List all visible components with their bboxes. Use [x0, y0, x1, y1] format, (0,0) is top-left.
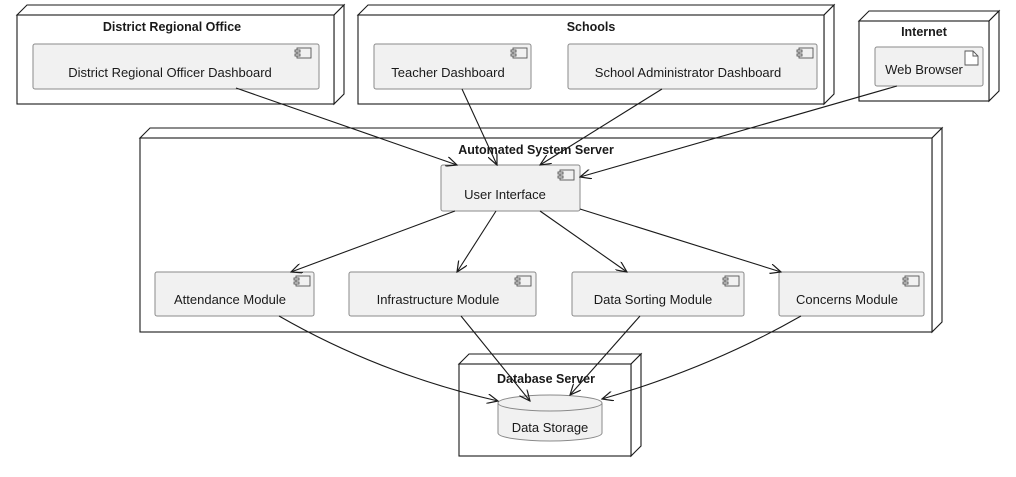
component-icon	[294, 47, 312, 59]
component-infrastructure-module[interactable]: Infrastructure Module	[348, 271, 537, 317]
component-icon	[796, 47, 814, 59]
edge-attendance-to-storage	[278, 315, 498, 401]
component-icon	[514, 275, 532, 287]
component-icon	[510, 47, 528, 59]
edge-infrastructure-to-storage	[460, 315, 530, 401]
edge-concerns-to-storage	[602, 315, 802, 399]
component-icon	[722, 275, 740, 287]
edge-teacher-to-ui	[461, 88, 497, 165]
edge-ui-to-infrastructure	[457, 210, 497, 272]
component-concerns-module[interactable]: Concerns Module	[778, 271, 925, 317]
edge-ui-to-attendance	[291, 210, 456, 272]
component-label: Attendance Module	[174, 292, 286, 307]
edge-ui-to-concerns	[579, 208, 781, 272]
edge-ui-to-sorting	[539, 210, 627, 272]
component-label: Data Sorting Module	[594, 292, 713, 307]
component-data-sorting-module[interactable]: Data Sorting Module	[571, 271, 745, 317]
component-label: Infrastructure Module	[377, 292, 500, 307]
connectors	[235, 85, 898, 401]
component-label: District Regional Officer Dashboard	[68, 65, 272, 80]
edge-sorting-to-storage	[570, 315, 641, 395]
node-title-server: Automated System Server	[458, 143, 614, 157]
component-label: Concerns Module	[796, 292, 898, 307]
component-web-browser[interactable]: Web Browser	[874, 46, 984, 87]
component-icon	[293, 275, 311, 287]
component-district-dashboard[interactable]: District Regional Officer Dashboard	[32, 43, 320, 90]
component-icon	[557, 169, 575, 181]
component-teacher-dashboard[interactable]: Teacher Dashboard	[373, 43, 532, 90]
document-icon	[964, 50, 979, 66]
node-title-schools: Schools	[567, 20, 616, 34]
component-label: School Administrator Dashboard	[595, 65, 781, 80]
node-title-district-office: District Regional Office	[103, 20, 241, 34]
component-user-interface[interactable]: User Interface	[440, 164, 581, 212]
edge-browser-to-ui	[580, 85, 898, 177]
node-title-database-server: Database Server	[497, 372, 595, 386]
edge-admin-to-ui	[540, 88, 663, 165]
edge-district-to-ui	[235, 87, 457, 165]
node-title-internet: Internet	[901, 25, 948, 39]
component-label: Data Storage	[512, 420, 589, 435]
component-icon	[902, 275, 920, 287]
component-label: Teacher Dashboard	[391, 65, 504, 80]
component-school-admin-dashboard[interactable]: School Administrator Dashboard	[567, 43, 818, 90]
component-label: Web Browser	[885, 62, 963, 77]
component-data-storage[interactable]: Data Storage	[497, 394, 603, 442]
component-label: User Interface	[464, 187, 546, 202]
component-attendance-module[interactable]: Attendance Module	[154, 271, 315, 317]
